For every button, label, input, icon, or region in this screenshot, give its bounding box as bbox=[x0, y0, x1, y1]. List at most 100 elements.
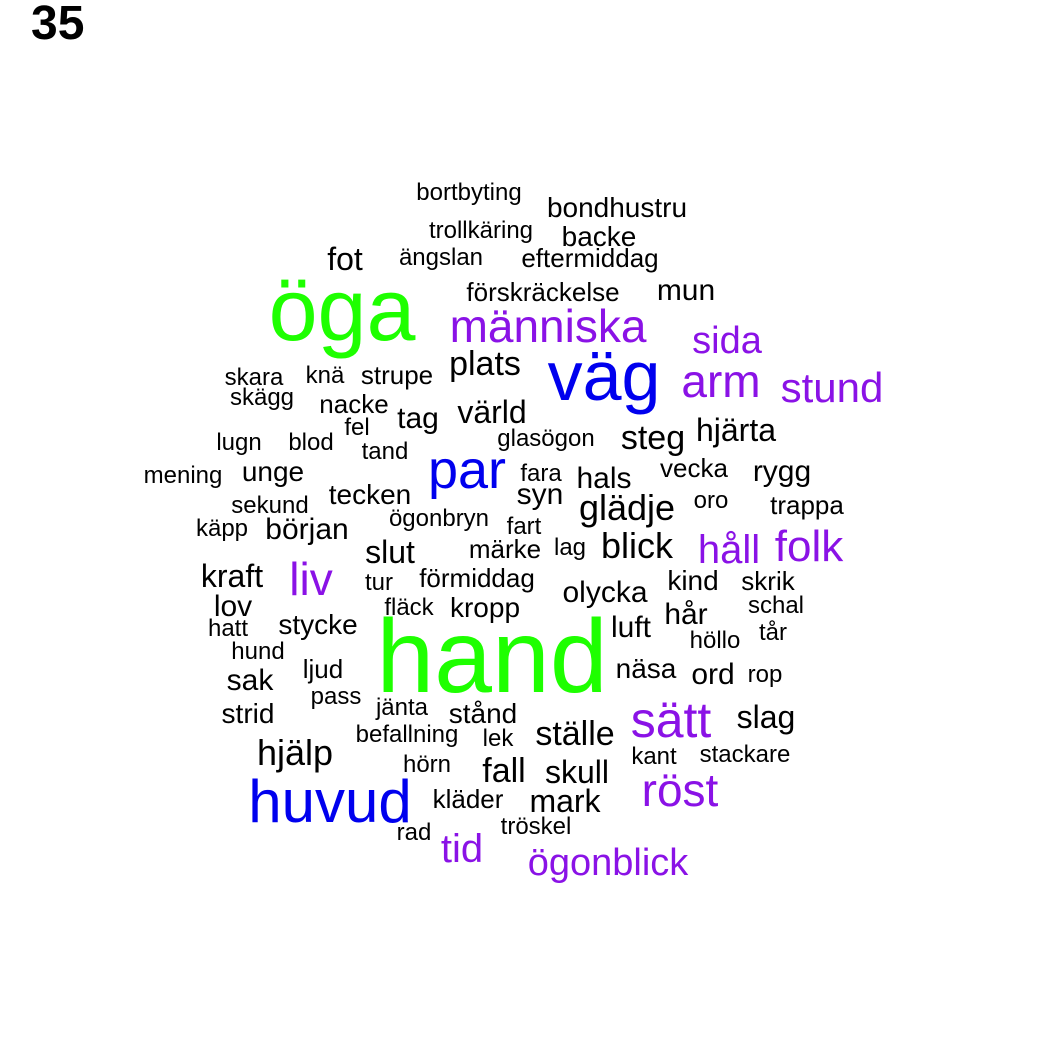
cloud-word: tag bbox=[397, 402, 439, 435]
cloud-word: trollkäring bbox=[429, 217, 533, 244]
cloud-word: ögonbryn bbox=[389, 505, 489, 532]
cloud-word: plats bbox=[449, 345, 521, 383]
cloud-word: hals bbox=[576, 462, 631, 495]
cloud-word: mening bbox=[144, 462, 223, 489]
cloud-word: lek bbox=[483, 725, 515, 752]
cloud-word: hjärta bbox=[696, 412, 776, 448]
cloud-word: lag bbox=[554, 534, 586, 561]
cloud-word: början bbox=[265, 513, 348, 546]
cloud-word: käpp bbox=[196, 515, 248, 542]
cloud-word: skull bbox=[545, 754, 609, 790]
cloud-word: sak bbox=[227, 664, 275, 697]
cloud-word: par bbox=[428, 440, 506, 500]
cloud-word: tand bbox=[362, 438, 409, 465]
cloud-word: skägg bbox=[230, 384, 294, 411]
cloud-word: strupe bbox=[361, 360, 433, 390]
cloud-word: knä bbox=[306, 362, 345, 389]
cloud-word: tröskel bbox=[501, 813, 572, 840]
cloud-word: hörn bbox=[403, 751, 451, 778]
cloud-word: bondhustru bbox=[547, 192, 687, 223]
cloud-word: skara bbox=[225, 364, 284, 391]
cloud-word: mark bbox=[529, 783, 601, 819]
cloud-word: skrik bbox=[741, 566, 795, 596]
cloud-word: olycka bbox=[562, 576, 647, 609]
cloud-word: kläder bbox=[433, 784, 504, 814]
cloud-word: jänta bbox=[375, 694, 429, 721]
cloud-word: unge bbox=[242, 456, 304, 487]
cloud-word: backe bbox=[562, 221, 637, 252]
cloud-word: stycke bbox=[278, 609, 357, 640]
cloud-word: luft bbox=[611, 611, 652, 644]
cloud-word: förmiddag bbox=[419, 563, 535, 593]
cloud-word: höllo bbox=[690, 627, 741, 654]
cloud-word: folk bbox=[775, 522, 844, 571]
cloud-word: rad bbox=[397, 819, 432, 846]
cloud-word: kant bbox=[631, 743, 677, 770]
cloud-word: väg bbox=[548, 337, 661, 415]
cloud-word: märke bbox=[469, 534, 541, 564]
cloud-word: värld bbox=[457, 394, 526, 430]
cloud-word: lugn bbox=[216, 429, 261, 456]
cloud-word: tecken bbox=[329, 479, 412, 510]
cloud-word: hand bbox=[376, 599, 607, 715]
cloud-word: liv bbox=[289, 553, 332, 605]
cloud-word: fel bbox=[344, 414, 369, 441]
cloud-word: eftermiddag bbox=[521, 243, 658, 273]
cloud-word: slut bbox=[365, 534, 415, 570]
cloud-word: kropp bbox=[450, 592, 520, 623]
cloud-word: bortbyting bbox=[416, 179, 521, 206]
cloud-word: vecka bbox=[660, 453, 728, 483]
cloud-word: ställe bbox=[535, 715, 614, 753]
cloud-word: fall bbox=[482, 752, 525, 790]
cloud-word: stund bbox=[781, 364, 884, 411]
cloud-word: människa bbox=[450, 300, 647, 352]
cloud-word: lov bbox=[214, 590, 252, 623]
cloud-word: hjälp bbox=[257, 732, 333, 773]
cloud-word: tid bbox=[441, 827, 483, 871]
cloud-word: huvud bbox=[248, 768, 411, 835]
cloud-word: rygg bbox=[753, 455, 811, 488]
cloud-word: schal bbox=[748, 592, 804, 619]
cloud-word: slag bbox=[737, 699, 796, 735]
page-number: 35 bbox=[31, 0, 85, 50]
cloud-word: fot bbox=[327, 241, 363, 277]
cloud-word: ängslan bbox=[399, 244, 483, 271]
cloud-word: oro bbox=[694, 487, 729, 514]
cloud-word: stånd bbox=[449, 698, 518, 729]
cloud-word: näsa bbox=[616, 653, 677, 684]
cloud-word: blick bbox=[601, 525, 674, 566]
cloud-word: hund bbox=[231, 638, 284, 665]
cloud-word: ögonblick bbox=[528, 842, 690, 884]
cloud-word: syn bbox=[517, 478, 564, 511]
cloud-word: strid bbox=[222, 698, 275, 729]
cloud-word: befallning bbox=[356, 721, 459, 748]
cloud-word: fläck bbox=[384, 594, 434, 621]
cloud-word: tur bbox=[365, 569, 393, 596]
cloud-word: röst bbox=[642, 764, 719, 816]
cloud-word: hatt bbox=[208, 615, 248, 642]
cloud-word: arm bbox=[681, 355, 760, 407]
cloud-word: ljud bbox=[303, 654, 343, 684]
cloud-word: håll bbox=[698, 528, 760, 572]
cloud-word: tår bbox=[759, 619, 787, 646]
cloud-word: trappa bbox=[770, 490, 844, 520]
cloud-word: steg bbox=[621, 419, 685, 457]
cloud-word: ord bbox=[691, 658, 734, 691]
cloud-word: rop bbox=[748, 661, 783, 688]
cloud-word: sätt bbox=[631, 692, 712, 748]
cloud-word: stackare bbox=[700, 741, 791, 768]
cloud-word: fara bbox=[520, 460, 562, 487]
cloud-word: sida bbox=[692, 320, 763, 362]
cloud-word: kind bbox=[667, 565, 718, 596]
cloud-word: nacke bbox=[319, 389, 388, 419]
cloud-word: mun bbox=[657, 274, 715, 307]
cloud-word: glasögon bbox=[497, 425, 594, 452]
cloud-word: kraft bbox=[201, 558, 263, 594]
cloud-word: glädje bbox=[579, 487, 675, 528]
cloud-word: förskräckelse bbox=[466, 277, 619, 307]
cloud-word: pass bbox=[311, 683, 362, 710]
cloud-word: hår bbox=[664, 598, 707, 631]
cloud-word: öga bbox=[269, 260, 416, 359]
cloud-word: sekund bbox=[231, 492, 308, 519]
